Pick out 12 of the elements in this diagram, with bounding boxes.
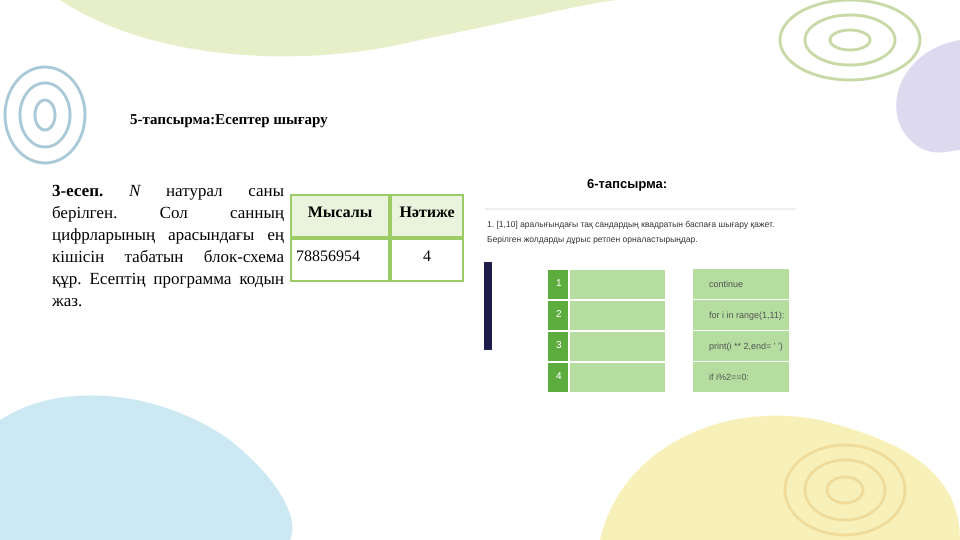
row-number: 1 bbox=[548, 270, 568, 299]
table-cell: 78856954 bbox=[290, 238, 390, 282]
table-cell: Нәтиже bbox=[390, 194, 464, 238]
table-cell: 4 bbox=[390, 238, 464, 282]
question-text: 1. [1,10] аралығындағы тақ сандардың квадратын баспаға шығару қажет. Берілген жолдарды дұрыс ретпен орналастырыңдар. bbox=[487, 218, 776, 246]
table-cell: Мысалы bbox=[290, 194, 390, 238]
problem-text: 3-есеп. N натурал саны берілген. Сол санның цифрларының арасындағы ең кішісін табатын блок-схема құр. Есептің программа кодын жаз. bbox=[52, 180, 284, 312]
row-number: 3 bbox=[548, 332, 568, 361]
row-number: 4 bbox=[548, 363, 568, 392]
section-heading: 6-тапсырма: bbox=[587, 176, 668, 191]
slide-title: 5-тапсырма:Есептер шығару bbox=[130, 112, 328, 129]
row-number: 2 bbox=[548, 301, 568, 330]
